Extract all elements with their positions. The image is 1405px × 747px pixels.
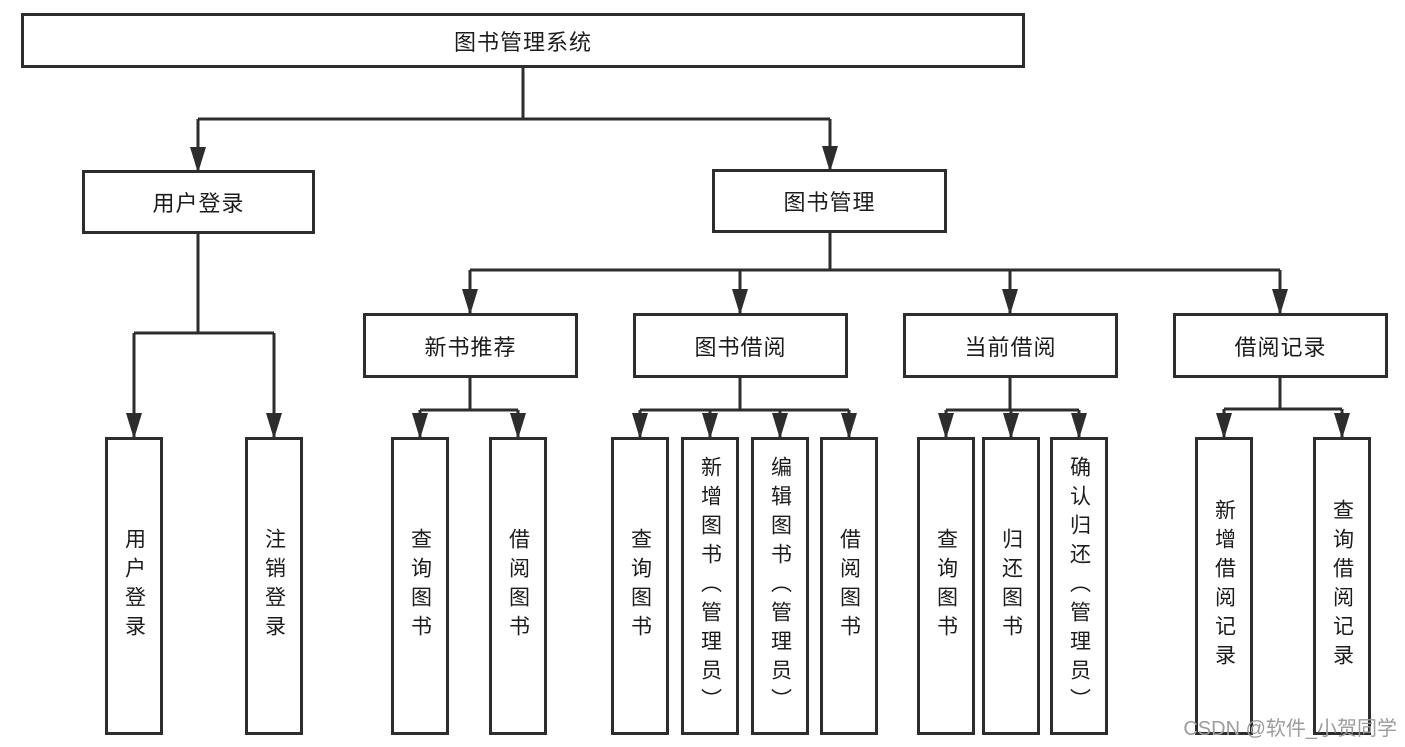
arrowhead-icon: [841, 413, 857, 439]
leaf-edit-books-admin: 编辑图书（管理员）: [751, 437, 809, 735]
leaf-label: 注销登录: [262, 528, 286, 644]
node-book-management-module: 图书管理: [712, 169, 947, 233]
leaf-query-borrow-record: 查询借阅记录: [1313, 437, 1371, 735]
leaf-label: 归还图书: [999, 528, 1023, 644]
arrowhead-icon: [1216, 413, 1232, 439]
leaf-label: 查询图书: [934, 528, 958, 644]
leaf-logout: 注销登录: [245, 437, 303, 735]
node-user-login-module: 用户登录: [82, 170, 315, 234]
arrowhead-icon: [1334, 413, 1350, 439]
arrowhead-icon: [702, 413, 718, 439]
node-borrowing-records: 借阅记录: [1173, 313, 1388, 378]
node-book-borrowing: 图书借阅: [633, 313, 848, 378]
connector-lines: [132, 68, 1344, 438]
leaf-borrow-books: 借阅图书: [820, 437, 878, 735]
leaf-label: 编辑图书（管理员）: [768, 455, 792, 717]
leaf-label: 新增图书（管理员）: [698, 455, 722, 717]
arrowhead-icon: [938, 413, 954, 439]
arrowhead-icon: [1272, 289, 1288, 315]
arrowhead-icon: [732, 289, 748, 315]
node-new-book-recommend: 新书推荐: [363, 313, 578, 378]
arrowhead-icon: [126, 413, 142, 439]
leaf-add-borrow-record: 新增借阅记录: [1195, 437, 1253, 735]
arrowhead-icon: [462, 289, 478, 315]
node-current-borrowing: 当前借阅: [903, 313, 1118, 378]
leaf-label: 查询借阅记录: [1330, 499, 1354, 673]
leaf-label: 查询图书: [628, 528, 652, 644]
arrowhead-icon: [412, 413, 428, 439]
leaf-label: 用户登录: [122, 528, 146, 644]
leaf-return-books: 归还图书: [982, 437, 1040, 735]
leaf-add-books-admin: 新增图书（管理员）: [681, 437, 739, 735]
arrowhead-icon: [1071, 413, 1087, 439]
leaf-confirm-return-admin: 确认归还（管理员）: [1050, 437, 1108, 735]
csdn-watermark: CSDN @软件_小贺同学: [1183, 718, 1397, 740]
leaf-label: 确认归还（管理员）: [1067, 455, 1091, 717]
leaf-user-login: 用户登录: [105, 437, 163, 735]
leaf-label: 查询图书: [408, 528, 432, 644]
leaf-borrow-books: 借阅图书: [489, 437, 547, 735]
leaf-label: 借阅图书: [837, 528, 861, 644]
arrowhead-icon: [1003, 413, 1019, 439]
leaf-label: 新增借阅记录: [1212, 499, 1236, 673]
leaf-label: 借阅图书: [506, 528, 530, 644]
arrowhead-icon: [632, 413, 648, 439]
arrowhead-icon: [510, 413, 526, 439]
leaf-query-books: 查询图书: [917, 437, 975, 735]
arrowhead-icon: [1002, 289, 1018, 315]
arrowhead-icon: [772, 413, 788, 439]
node-root-system: 图书管理系统: [21, 13, 1025, 68]
leaf-query-books: 查询图书: [391, 437, 449, 735]
leaf-query-books: 查询图书: [611, 437, 669, 735]
arrowhead-icon: [266, 413, 282, 439]
